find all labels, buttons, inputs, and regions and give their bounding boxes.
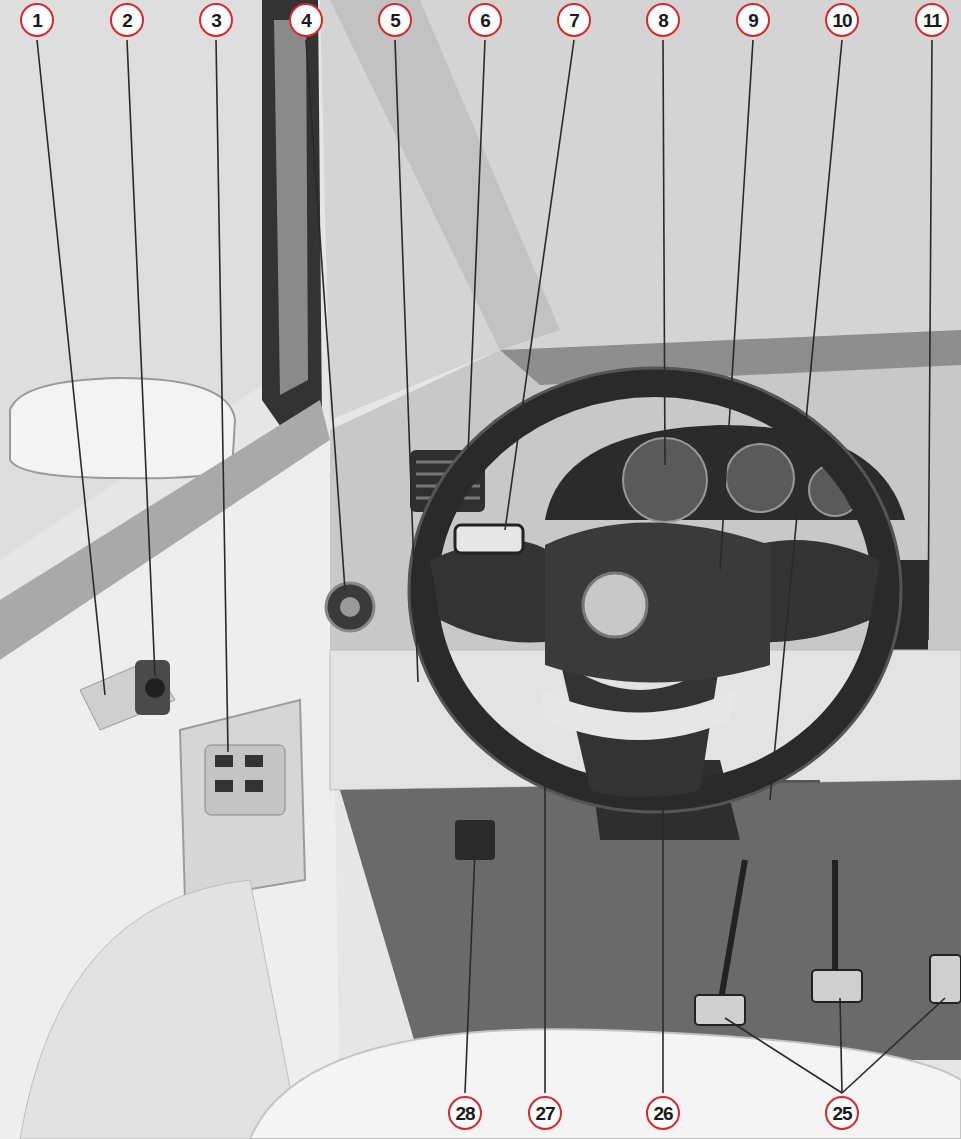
door-panel (0, 440, 340, 1139)
callout-circle: 2 (110, 3, 144, 37)
indicator-stalk (455, 525, 523, 553)
callout-circle: 8 (646, 3, 680, 37)
armrest (180, 700, 305, 900)
callout-number: 26 (653, 1104, 672, 1123)
window-switch (215, 780, 233, 792)
door-frame-inner (274, 20, 308, 395)
a-pillar (330, 0, 560, 350)
light-switch-knob (340, 597, 360, 617)
callout-circle: 28 (448, 1096, 482, 1130)
wheel-spoke-left (430, 540, 560, 643)
window-switch (245, 755, 263, 767)
callout-circle: 7 (557, 3, 591, 37)
callout-circle: 9 (736, 3, 770, 37)
door-frame (262, 0, 322, 440)
callout-circle: 4 (289, 3, 323, 37)
door-handle-recess (80, 660, 175, 730)
windshield (320, 0, 961, 420)
wheel-hub (545, 523, 770, 683)
steering-wheel (423, 382, 887, 798)
callout-number: 1 (32, 11, 42, 30)
callout-circle: 27 (528, 1096, 562, 1130)
callout-number: 27 (535, 1104, 554, 1123)
callout-number: 10 (832, 11, 851, 30)
mirror-knob (145, 678, 165, 698)
callout-circle: 6 (468, 3, 502, 37)
callout-circle: 1 (20, 3, 54, 37)
callout-number: 7 (569, 11, 579, 30)
callout-number: 2 (122, 11, 132, 30)
window-switch (245, 780, 263, 792)
callout-number: 28 (455, 1104, 474, 1123)
window-switch (215, 755, 233, 767)
dash-top (500, 330, 961, 385)
pedal-arm (832, 860, 838, 980)
accelerator-pedal (930, 955, 961, 1003)
callout-circle: 3 (199, 3, 233, 37)
callout-number: 4 (301, 11, 311, 30)
side-mirror (10, 378, 235, 478)
callout-number: 8 (658, 11, 668, 30)
light-switch (326, 583, 374, 631)
callout-number: 11 (923, 11, 941, 30)
callout-number: 3 (211, 11, 221, 30)
callout-circle: 26 (646, 1096, 680, 1130)
callout-number: 25 (832, 1104, 851, 1123)
callout-circle: 11 (915, 3, 949, 37)
callout-circle: 10 (825, 3, 859, 37)
steering-wheel-edge (409, 368, 901, 812)
callout-circle: 25 (825, 1096, 859, 1130)
tachometer (726, 444, 794, 512)
callout-number: 9 (748, 11, 758, 30)
mirror-adjuster (135, 660, 170, 715)
leader-lines (37, 40, 945, 1093)
clutch-pedal (695, 995, 745, 1025)
pedal-arm (720, 860, 745, 1005)
door-pocket (20, 880, 300, 1139)
callout-number: 5 (390, 11, 400, 30)
seat (250, 1029, 961, 1139)
callout-circle: 5 (378, 3, 412, 37)
window-switch-panel (205, 745, 285, 815)
callout-number: 6 (480, 11, 490, 30)
wheel-gap (540, 690, 735, 740)
brake-pedal (812, 970, 862, 1002)
wheel-logo (583, 573, 647, 637)
